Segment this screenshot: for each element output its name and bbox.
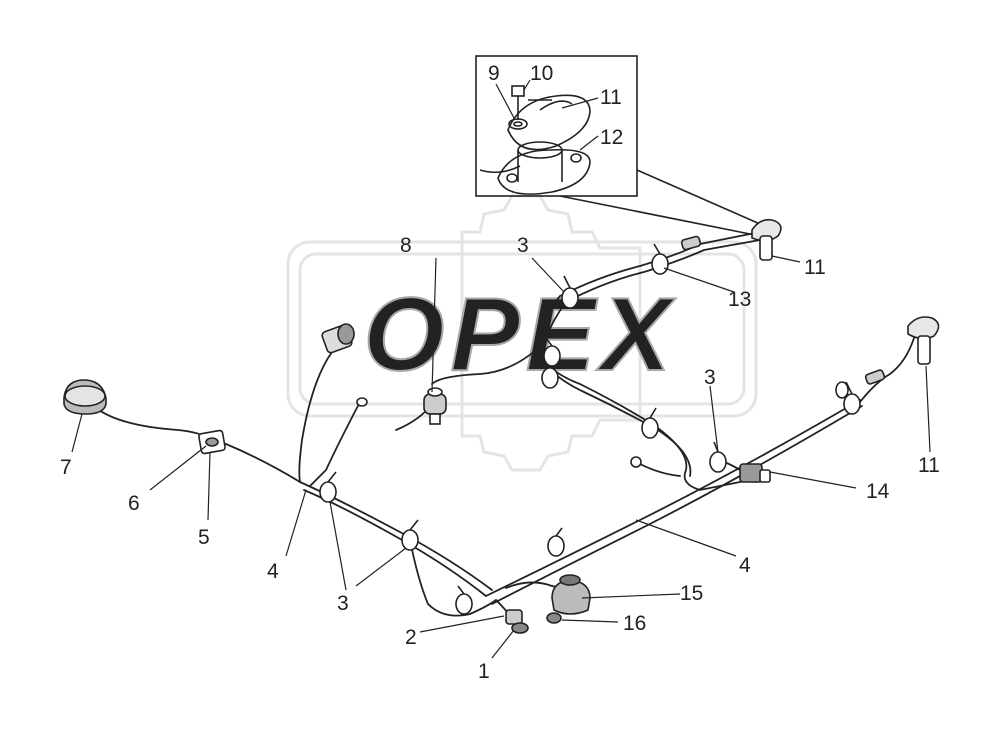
- clip: [547, 527, 565, 557]
- clip: [561, 275, 579, 309]
- connector-14: [739, 463, 771, 483]
- ring-terminal: [630, 456, 642, 468]
- callout-4: 4: [267, 560, 279, 583]
- washer: [508, 118, 528, 130]
- wire-upper-trunk: [535, 231, 761, 349]
- sender-11-top: [751, 218, 782, 261]
- round-sensor-7: [63, 379, 107, 415]
- callout-11: 11: [918, 454, 940, 477]
- components: [63, 218, 940, 634]
- callout-1: 1: [478, 660, 490, 683]
- clip: [455, 585, 473, 615]
- harness-clips: [319, 243, 861, 615]
- callout-10: 10: [530, 62, 553, 85]
- wire-mid-loop-b: [539, 357, 692, 477]
- plug-connector-4: [321, 323, 355, 354]
- sender-flange: [507, 94, 591, 151]
- callout-6: 6: [128, 492, 140, 515]
- switch-15: [546, 574, 591, 624]
- clip: [543, 337, 561, 367]
- callouts: 1 2 3 3 3 4 4 5 6 7 8 9 10 11 12 11 13 1…: [60, 62, 940, 683]
- clip: [835, 381, 849, 399]
- callout-15: 15: [680, 582, 703, 605]
- callout-11: 11: [804, 256, 826, 279]
- small-terminal: [356, 397, 368, 407]
- gasket: [497, 148, 591, 195]
- inset-leader-a: [636, 169, 761, 225]
- callout-2: 2: [405, 626, 417, 649]
- sender-11-right: [907, 316, 940, 365]
- clip: [843, 381, 861, 415]
- callout-14: 14: [866, 480, 890, 503]
- callout-5: 5: [198, 526, 210, 549]
- callout-13: 13: [728, 288, 751, 311]
- callout-3: 3: [337, 592, 349, 615]
- inset-leader-b: [559, 195, 761, 237]
- grommet-5: [198, 429, 226, 455]
- wire-to-sensor-11-right: [859, 337, 915, 403]
- callout-4: 4: [739, 554, 751, 577]
- clip: [319, 471, 337, 503]
- detail-inset: [475, 55, 761, 237]
- callout-12: 12: [600, 126, 623, 149]
- wire-left-plug: [298, 351, 333, 483]
- sensor-1: [505, 609, 529, 634]
- clip: [401, 519, 419, 551]
- watermark-frame-outer: [286, 240, 758, 418]
- wire-sensor-8: [431, 349, 537, 385]
- wire-sensor-7: [95, 407, 301, 483]
- clip: [541, 367, 559, 389]
- callout-16: 16: [623, 612, 646, 635]
- inline-connector-13: [680, 235, 702, 251]
- wire-left-branch: [309, 401, 361, 487]
- callout-7: 7: [60, 456, 72, 479]
- wire-loop-lower: [409, 539, 497, 617]
- callout-3: 3: [517, 234, 529, 257]
- callout-11: 11: [600, 86, 622, 109]
- wire-trunk-right-b: [491, 405, 863, 605]
- watermark-text: OPEX: [364, 277, 677, 393]
- clip: [709, 441, 727, 473]
- pressure-switch-8: [423, 387, 447, 425]
- clip: [641, 407, 659, 439]
- wire-upper-trunk-b: [541, 239, 761, 353]
- clip: [651, 243, 669, 275]
- watermark-frame-inner: [298, 252, 746, 406]
- bolt: [511, 85, 525, 97]
- inline-connector-right: [864, 369, 886, 385]
- callout-8: 8: [400, 234, 412, 257]
- callout-3: 3: [704, 366, 716, 389]
- leader-lines: [71, 79, 931, 659]
- inset-frame: [475, 55, 638, 197]
- wire-trunk-right: [485, 399, 861, 597]
- callout-9: 9: [488, 62, 500, 85]
